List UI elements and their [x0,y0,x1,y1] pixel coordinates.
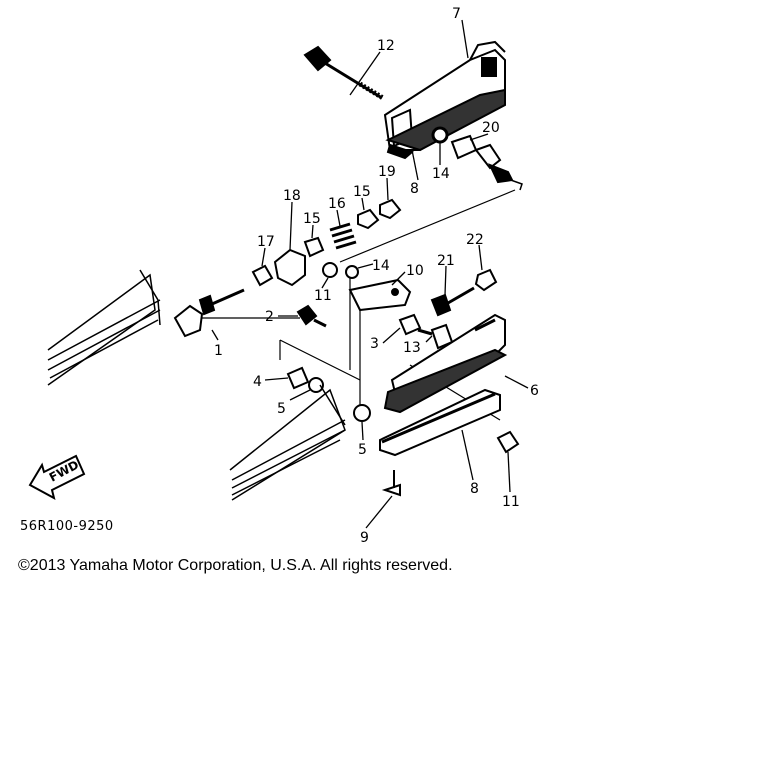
callout-22: 22 [466,232,484,248]
leader-lines [211,19,529,529]
callout-16: 16 [328,196,346,212]
callout-14-mid: 14 [372,258,390,274]
callout-10: 10 [406,263,424,279]
callout-15-b: 15 [303,211,321,227]
exploded-parts-diagram: 7 12 20 8 14 19 18 16 15 15 17 22 14 10 … [28,6,539,546]
callout-17: 17 [257,234,275,250]
callout-14-top: 14 [432,166,450,182]
callout-8-top: 8 [410,181,419,197]
callout-4: 4 [253,374,262,390]
lower-seat-rail [379,313,508,457]
callout-5-a: 5 [277,401,286,417]
callout-11-bottom: 11 [502,494,520,510]
callout-labels: 7 12 20 8 14 19 18 16 15 15 17 22 14 10 … [214,6,539,546]
callout-12: 12 [377,38,395,54]
middle-small-parts [173,198,520,497]
callout-21: 21 [437,253,455,269]
collar-bolt [450,134,514,184]
callout-15-a: 15 [353,184,371,200]
callout-11-mid: 11 [314,288,332,304]
callout-18: 18 [283,188,301,204]
long-bolt [303,45,385,101]
callout-20: 20 [482,120,500,136]
upper-seat-rail [383,40,506,160]
copyright-notice: ©2013 Yamaha Motor Corporation, U.S.A. A… [18,557,453,574]
callout-1: 1 [214,343,223,359]
washer-top [431,126,449,144]
callout-3: 3 [370,336,379,352]
callout-5-b: 5 [358,442,367,458]
middle-frame-rail [229,384,346,501]
left-frame-rail [47,269,161,386]
callout-8-bottom: 8 [470,481,479,497]
fwd-arrow-icon: FWD [28,454,86,500]
diagram-part-code: 56R100-9250 [20,519,114,534]
callout-6: 6 [530,383,539,399]
callout-2: 2 [265,309,274,325]
callout-9: 9 [360,530,369,546]
callout-19: 19 [378,164,396,180]
callout-7: 7 [452,6,461,22]
callout-13: 13 [403,340,421,356]
